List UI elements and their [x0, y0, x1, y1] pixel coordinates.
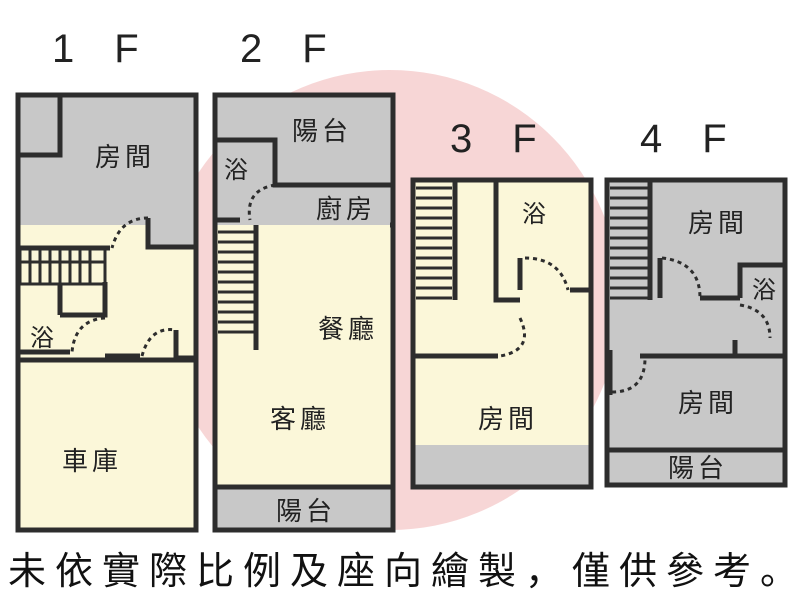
- walls-3f: [410, 177, 594, 490]
- disclaimer-text: 未依實際比例及座向繪製，僅供參考。: [8, 549, 800, 593]
- room-2f-kitchen-label: 廚房: [316, 195, 376, 225]
- room-4f-room-top-label: 房間: [688, 209, 748, 239]
- room-2f-dining-label: 餐廳: [318, 315, 378, 345]
- door-swings-3f: [499, 256, 570, 358]
- room-1f-lower-fill: [18, 225, 196, 530]
- walls-1f: [15, 92, 199, 533]
- room-2f-living-fill: [215, 225, 393, 487]
- stairs-2f: [218, 230, 254, 334]
- room-2f-kitchen-fill: [275, 185, 393, 225]
- floor-3f: 3 F 浴 房間: [410, 117, 594, 490]
- door-swings-1f: [70, 216, 177, 357]
- floor-2f: 2 F 陽台 浴 廚房 餐廳 客廳 陽台: [212, 27, 396, 533]
- room-4f-balcony-label: 陽台: [668, 454, 728, 484]
- room-3f-room-fill: [413, 180, 591, 445]
- walls-2f: [212, 92, 396, 533]
- floor-title-1f: 1 F: [52, 27, 139, 71]
- door-swings-4f: [611, 256, 772, 394]
- floor-1f: 1 F: [15, 27, 199, 533]
- stairs-3f: [416, 186, 452, 300]
- floor-4f: 4 F 房間 浴 房間 陽台: [604, 117, 788, 488]
- walls-4f: [604, 177, 788, 488]
- door-swings-2f: [247, 183, 276, 221]
- room-3f-room-label: 房間: [478, 405, 538, 435]
- room-2f-balcony-top-label: 陽台: [292, 117, 352, 147]
- room-1f-bath-label: 浴: [30, 324, 58, 352]
- room-4f-bath-label: 浴: [752, 276, 780, 304]
- floor-title-3f: 3 F: [450, 117, 537, 161]
- room-2f-living-label: 客廳: [270, 405, 330, 435]
- room-1f-garage-label: 車庫: [62, 447, 122, 477]
- room-1f-room-fill: [18, 95, 196, 225]
- room-2f-balcony-bottom-fill: [215, 487, 393, 530]
- room-3f-gray-fill: [413, 445, 591, 487]
- room-2f-bath-label: 浴: [224, 156, 252, 184]
- room-4f-fill: [607, 180, 785, 485]
- room-4f-room-bottom-label: 房間: [678, 389, 738, 419]
- floor-title-2f: 2 F: [240, 27, 327, 71]
- stairs-4f: [610, 186, 648, 300]
- room-2f-balcony-bottom-label: 陽台: [276, 497, 336, 527]
- room-1f-room-label: 房間: [95, 143, 155, 173]
- floor-title-4f: 4 F: [640, 117, 727, 161]
- room-3f-bath-label: 浴: [522, 200, 550, 228]
